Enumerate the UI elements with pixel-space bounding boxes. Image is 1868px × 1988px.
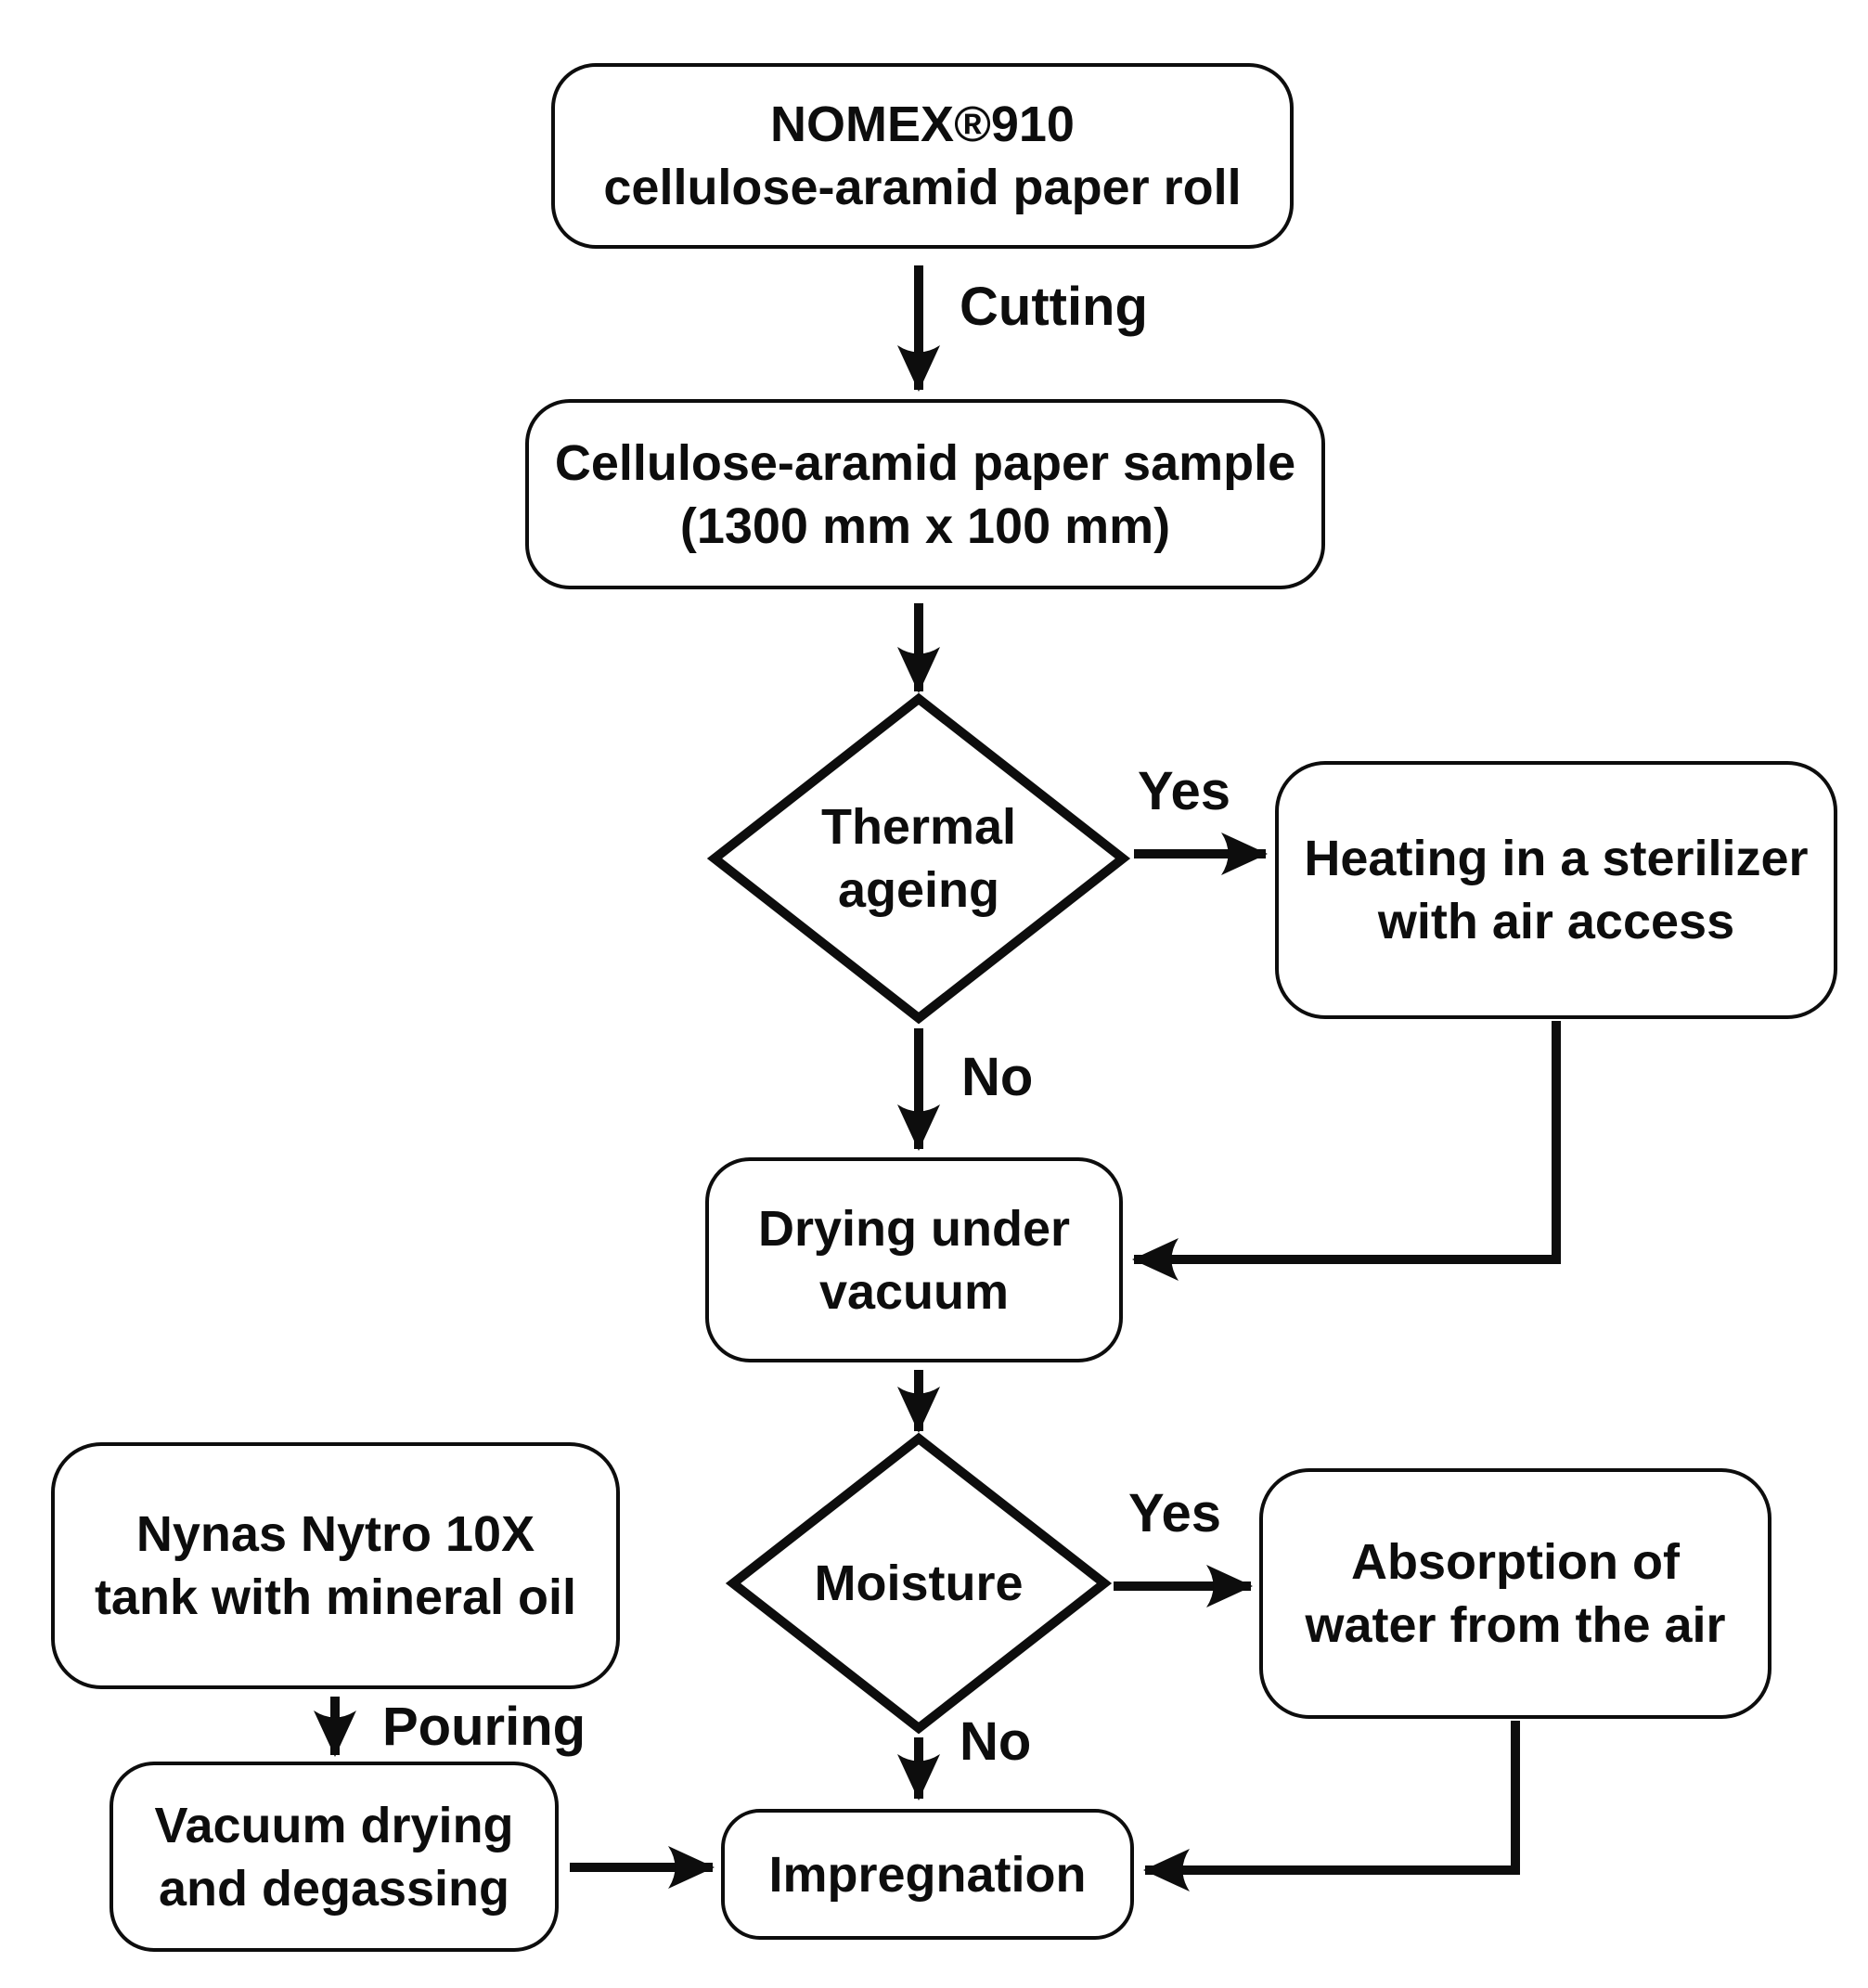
node-vacuum-degassing-line1: Vacuum drying xyxy=(154,1797,514,1853)
node-nomex-roll: NOMEX®910 cellulose-aramid paper roll xyxy=(551,63,1294,249)
node-nynas-tank-line2: tank with mineral oil xyxy=(94,1569,577,1625)
node-drying-vacuum-line1: Drying under xyxy=(757,1200,1071,1257)
node-paper-sample-line2: (1300 mm x 100 mm) xyxy=(679,497,1171,554)
absorption-return-connector xyxy=(1143,1721,1520,1891)
edge-label-moisture-no: No xyxy=(960,1711,1032,1772)
node-sterilizer-line2: with air access xyxy=(1377,894,1735,949)
node-paper-sample-line1: Cellulose-aramid paper sample xyxy=(554,434,1296,491)
node-nynas-tank-line1: Nynas Nytro 10X xyxy=(135,1506,535,1562)
node-absorption-line2: water from the air xyxy=(1305,1597,1726,1653)
node-absorption: Absorption of water from the air xyxy=(1259,1468,1771,1719)
edge-label-thermal-yes: Yes xyxy=(1138,761,1230,821)
edge-label-moisture-yes: Yes xyxy=(1128,1483,1221,1543)
node-drying-vacuum-line2: vacuum xyxy=(818,1263,1010,1320)
node-vacuum-degassing-line2: and degassing xyxy=(158,1860,510,1917)
edge-label-thermal-no: No xyxy=(961,1047,1034,1107)
node-impregnation: Impregnation xyxy=(721,1809,1134,1940)
node-sterilizer-line1: Heating in a sterilizer xyxy=(1304,831,1809,886)
edge-label-pouring: Pouring xyxy=(382,1697,586,1757)
moisture-diamond xyxy=(725,1432,1113,1735)
sterilizer-return-connector xyxy=(1132,1021,1561,1281)
node-nomex-roll-line1: NOMEX®910 xyxy=(770,97,1075,152)
node-drying-vacuum: Drying under vacuum xyxy=(705,1157,1123,1362)
node-nynas-tank: Nynas Nytro 10X tank with mineral oil xyxy=(51,1442,620,1689)
node-absorption-line1: Absorption of xyxy=(1351,1534,1680,1590)
node-impregnation-line1: Impregnation xyxy=(768,1846,1087,1903)
node-sterilizer: Heating in a sterilizer with air access xyxy=(1275,761,1837,1019)
node-vacuum-degassing: Vacuum drying and degassing xyxy=(110,1762,559,1952)
node-paper-sample: Cellulose-aramid paper sample (1300 mm x… xyxy=(525,399,1325,589)
edge-label-cutting: Cutting xyxy=(960,277,1148,337)
node-nomex-roll-line2: cellulose-aramid paper roll xyxy=(603,160,1242,215)
thermal-ageing-diamond xyxy=(706,692,1131,1025)
